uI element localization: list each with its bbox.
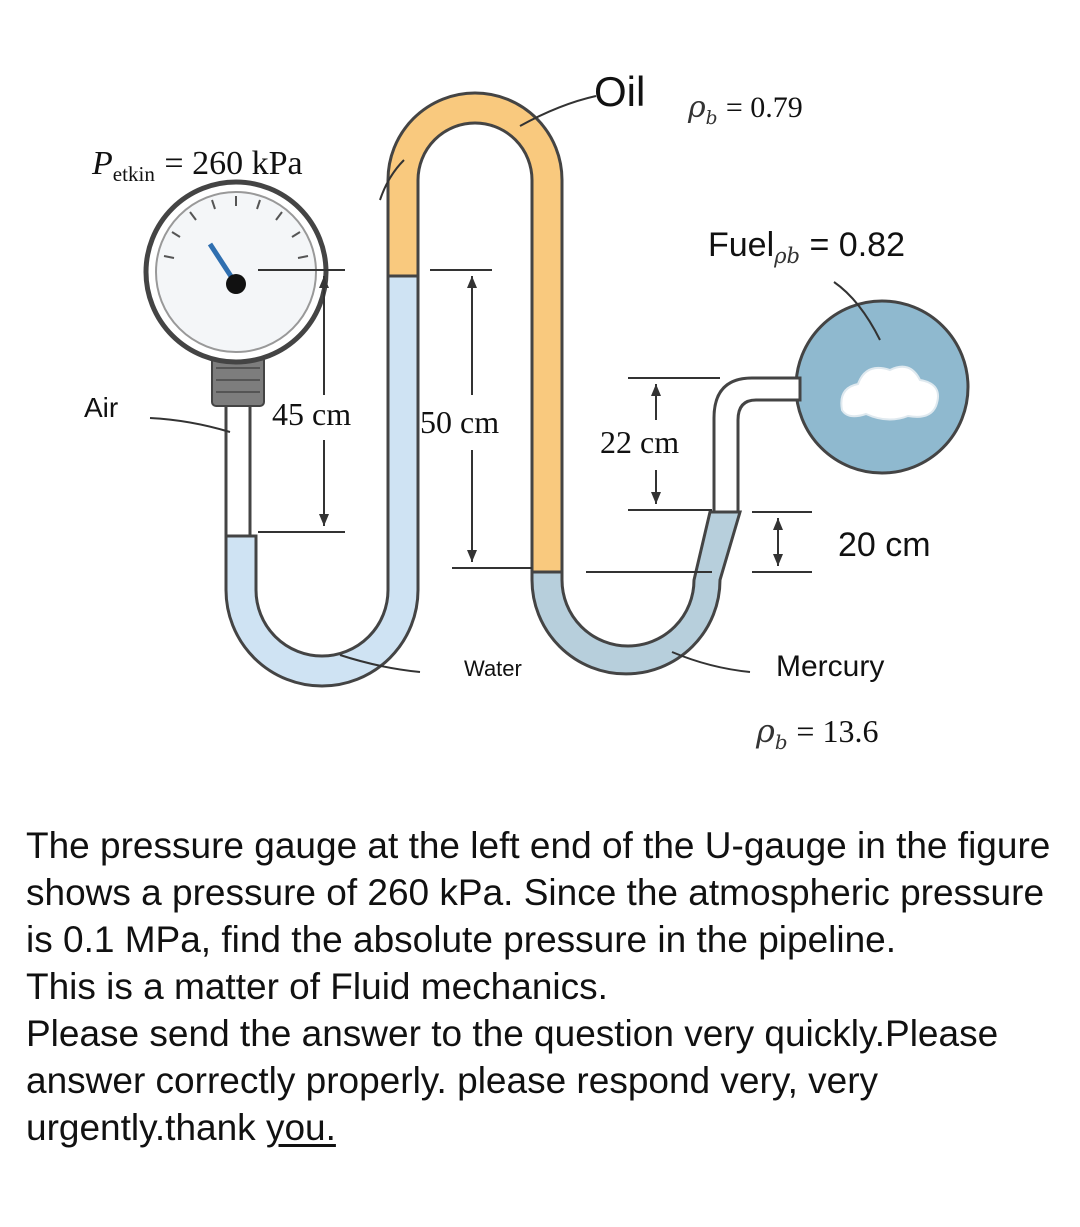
fuel-density-label: Fuelρb = 0.82: [708, 226, 905, 269]
oil-label: Oil: [594, 68, 646, 115]
dimension-22cm: 22 cm: [600, 424, 680, 460]
leader-lines: [149, 95, 881, 673]
water-label: Water: [464, 656, 522, 681]
oil-density-label: ρb = 0.79: [688, 90, 803, 129]
manometer-diagram: Oil ρb = 0.79 Petkin = 260 kPa Fuelρb = …: [84, 68, 970, 754]
air-label: Air: [84, 392, 119, 423]
dimension-20cm: 20 cm: [838, 526, 931, 564]
fuel-tank-bubble: [840, 365, 939, 421]
mercury-column: [530, 510, 743, 676]
dimension-50cm: 50 cm: [420, 404, 500, 440]
underlined-you: you.: [265, 1107, 336, 1148]
mercury-label: Mercury: [776, 650, 885, 683]
water-column: [224, 274, 420, 688]
dimension-arrows: [319, 276, 783, 566]
question-paragraph-3: Please send the answer to the question v…: [26, 1013, 999, 1148]
fuel-connector-pipe: [712, 376, 802, 514]
gauge-ticks: [163, 196, 309, 259]
question-paragraph-1: The pressure gauge at the left end of th…: [26, 825, 1051, 960]
mercury-density-label: ρb = 13.6: [756, 712, 879, 754]
question-paragraph-2: This is a matter of Fluid mechanics.: [26, 966, 608, 1007]
manometer-drawing: [143, 91, 970, 688]
gauge-pressure-label: Petkin = 260 kPa: [92, 145, 303, 187]
oil-column: [386, 91, 564, 574]
gauge-stem: [224, 402, 252, 538]
dimension-45cm: 45 cm: [272, 396, 352, 432]
question-text: The pressure gauge at the left end of th…: [26, 822, 1066, 1151]
